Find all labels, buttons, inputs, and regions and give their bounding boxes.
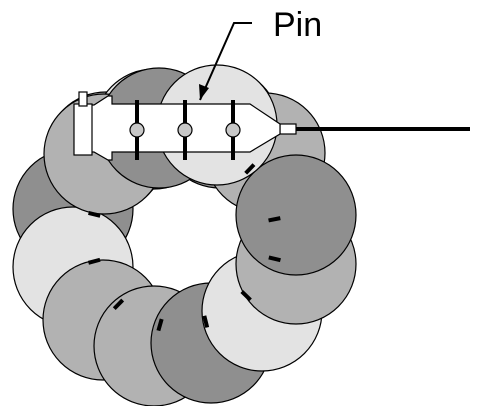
disc [235, 154, 357, 276]
housing-flange-tab [78, 91, 88, 107]
pin-head [129, 122, 145, 138]
pin-housing-assembly [73, 91, 470, 161]
disc-notch-mark [88, 210, 101, 218]
housing-nose [279, 123, 297, 135]
pin-head [225, 122, 241, 138]
housing-flange [73, 103, 93, 156]
pin-callout: Pin [199, 6, 322, 101]
disc-notch-mark [268, 255, 281, 263]
disc-notch-mark [240, 290, 252, 302]
disc-notch-mark [156, 318, 164, 332]
disc-notch-mark [268, 216, 281, 223]
pin-leader-line [199, 22, 252, 101]
disc-notch-mark [112, 298, 125, 311]
disc-notch-mark [87, 257, 101, 265]
pin-head [177, 122, 193, 138]
disc-notch-mark [202, 315, 210, 328]
disc-notch-mark [244, 163, 256, 175]
pin-label: Pin [273, 6, 322, 44]
pin-leader-arrowhead [199, 84, 209, 100]
